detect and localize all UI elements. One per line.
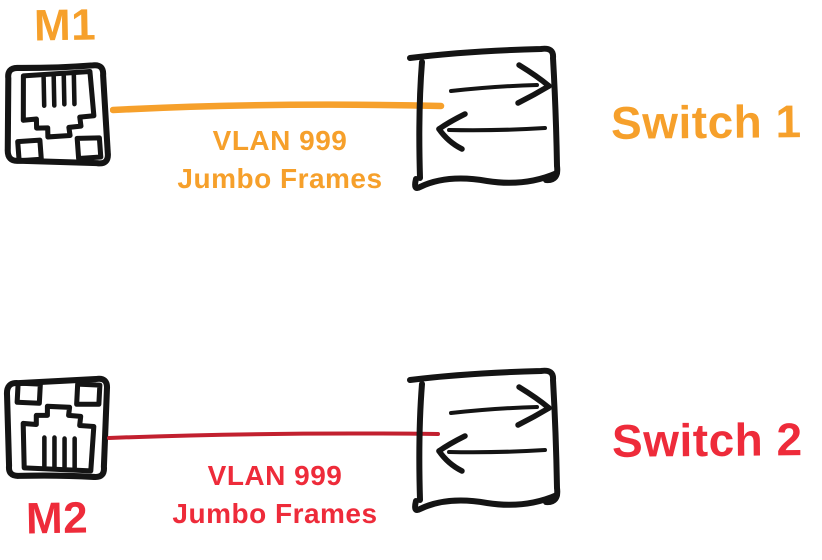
- arrow-right-icon: [449, 62, 552, 106]
- machine-label-m2: M2: [25, 493, 89, 544]
- arrow-right-icon: [449, 384, 552, 428]
- switch-box-icon: [407, 367, 561, 513]
- vlan-label: VLAN 999: [207, 460, 343, 491]
- arrow-left-icon: [436, 433, 547, 474]
- vlan-label: VLAN 999: [212, 125, 348, 156]
- switch-label: Switch 2: [611, 413, 803, 467]
- link-labels: VLAN 999 Jumbo Frames: [140, 122, 420, 198]
- connection-line: [110, 101, 445, 114]
- connection-line: [107, 431, 440, 440]
- switch-box-icon: [407, 45, 561, 191]
- jumbo-frames-label: Jumbo Frames: [177, 163, 383, 194]
- ethernet-port-icon: [4, 62, 111, 167]
- ethernet-port-icon: [3, 375, 111, 481]
- arrow-left-icon: [436, 111, 547, 152]
- machine-label-m1: M1: [33, 0, 97, 51]
- switch-label: Switch 1: [610, 95, 802, 149]
- jumbo-frames-label: Jumbo Frames: [172, 498, 378, 529]
- link-labels: VLAN 999 Jumbo Frames: [135, 457, 415, 533]
